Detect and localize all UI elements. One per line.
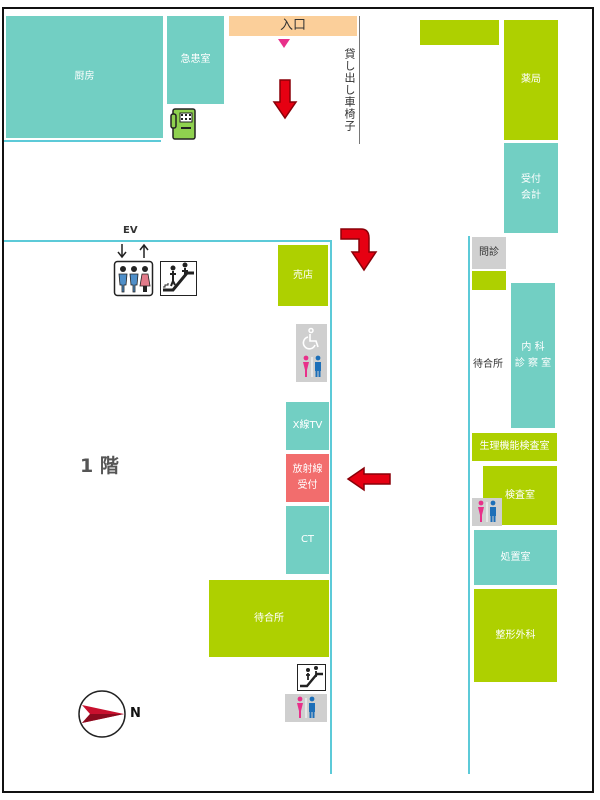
escalator-icon xyxy=(160,261,197,296)
arrow-turn-down-icon xyxy=(340,228,378,272)
room-triage: 問診 xyxy=(472,237,506,269)
room-internal-medicine: 内 科 診 察 室 xyxy=(511,283,555,428)
wall-kitchen-bottom xyxy=(4,140,161,142)
elevator-arrows-icon xyxy=(117,243,149,259)
arrow-down-icon xyxy=(272,79,298,120)
elevator-icon xyxy=(113,260,154,297)
entrance-label: 入口 xyxy=(279,17,306,33)
compass-icon xyxy=(78,690,126,738)
restroom-icon xyxy=(297,696,315,718)
room-shop: 売店 xyxy=(278,245,328,306)
room-ct: CT xyxy=(286,506,329,574)
room-treatment: 処置室 xyxy=(474,530,557,585)
label-waiting-right: 待合所 xyxy=(473,359,503,370)
restroom-icon xyxy=(478,500,496,522)
wall-elevator-line xyxy=(4,240,332,242)
room-unlabeled-top xyxy=(420,20,499,45)
escalator-icon xyxy=(297,664,326,691)
wall-center-vertical xyxy=(330,240,332,774)
arrow-left-icon xyxy=(346,466,391,492)
wheelchair-rental-label: 貸し出し車椅子 xyxy=(343,48,356,132)
room-pharmacy: 薬局 xyxy=(504,20,558,140)
room-kitchen: 厨房 xyxy=(6,16,163,138)
compass-label: N xyxy=(130,706,141,721)
room-reception: 受付 会計 xyxy=(504,143,558,233)
wall-right-vertical xyxy=(468,236,470,774)
wheelchair-icon xyxy=(302,327,319,350)
entrance-marker-icon xyxy=(278,39,290,48)
entrance-bar: 入口 xyxy=(229,16,357,36)
room-radiology-reception: 放射線 受付 xyxy=(286,454,329,502)
floor-label: 1 階 xyxy=(80,455,119,477)
ev-label: EV xyxy=(123,225,138,236)
room-triage-side xyxy=(472,271,506,290)
room-physiology-lab: 生理機能検査室 xyxy=(472,433,557,461)
telephone-icon xyxy=(170,108,196,140)
room-xray: X線TV xyxy=(286,402,329,450)
restroom-icon xyxy=(303,355,321,377)
wall-entrance-side xyxy=(359,16,360,144)
room-waiting-left: 待合所 xyxy=(209,580,329,657)
room-orthopedics: 整形外科 xyxy=(474,589,557,682)
map-frame xyxy=(2,7,594,793)
room-emergency: 急患室 xyxy=(167,16,224,104)
